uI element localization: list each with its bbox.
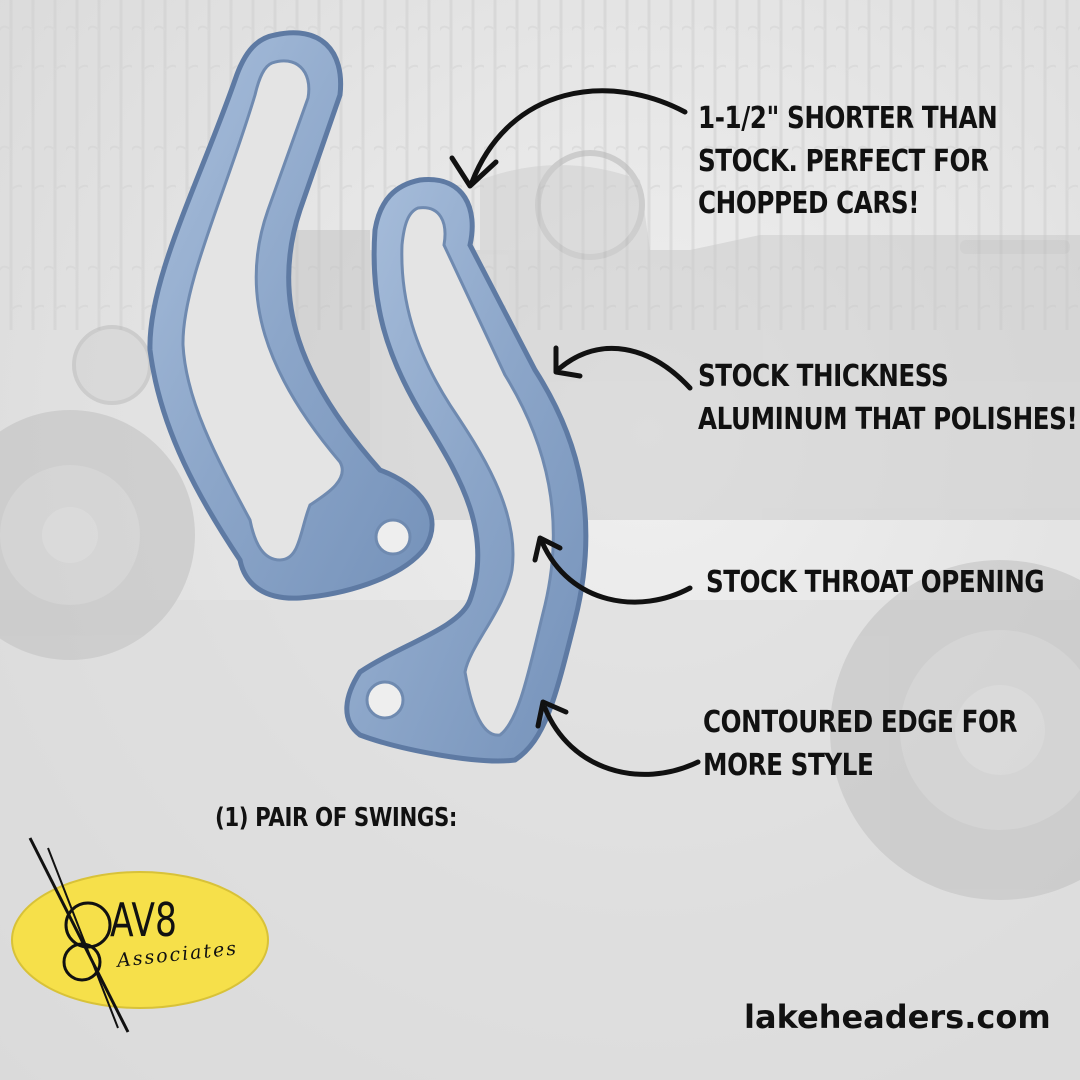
callout-line: Stock thickness <box>698 359 949 394</box>
callout-line: aluminum that polishes! <box>698 401 1078 437</box>
av8-logo <box>11 837 269 1033</box>
website-link[interactable]: lakeheaders.com <box>744 998 1051 1036</box>
swing-part-right <box>344 177 589 764</box>
mount-hole-icon <box>365 680 405 720</box>
steering-wheel-icon <box>535 150 645 260</box>
headlight <box>72 325 152 405</box>
callout-shorter: 1-1/2" shorter than stock. Perfect for c… <box>698 98 998 226</box>
swing-part-left <box>147 30 435 601</box>
arrow-shorter-icon <box>469 88 688 185</box>
callout-throat: Stock throat opening <box>706 562 1045 605</box>
callout-line: chopped cars! <box>698 186 920 222</box>
product-caption: (1) Pair of swings: <box>215 803 458 833</box>
arrow-thickness-icon <box>557 345 693 391</box>
callout-line: Stock throat opening <box>706 565 1045 600</box>
callout-line: 1-1/2" shorter than <box>698 101 998 136</box>
logo-name: AV8 <box>110 893 177 947</box>
arrow-edge-icon <box>542 705 701 777</box>
callout-arrows <box>449 88 701 777</box>
callout-line: more style <box>703 747 874 783</box>
callout-edge: Contoured edge for more style <box>703 702 1017 787</box>
arrow-throat-icon <box>539 539 693 605</box>
callout-thickness: Stock thickness aluminum that polishes! <box>698 356 1078 441</box>
callout-line: stock. Perfect for <box>698 143 989 179</box>
callout-line: Contoured edge for <box>703 705 1018 740</box>
mount-hole-icon <box>374 518 412 556</box>
